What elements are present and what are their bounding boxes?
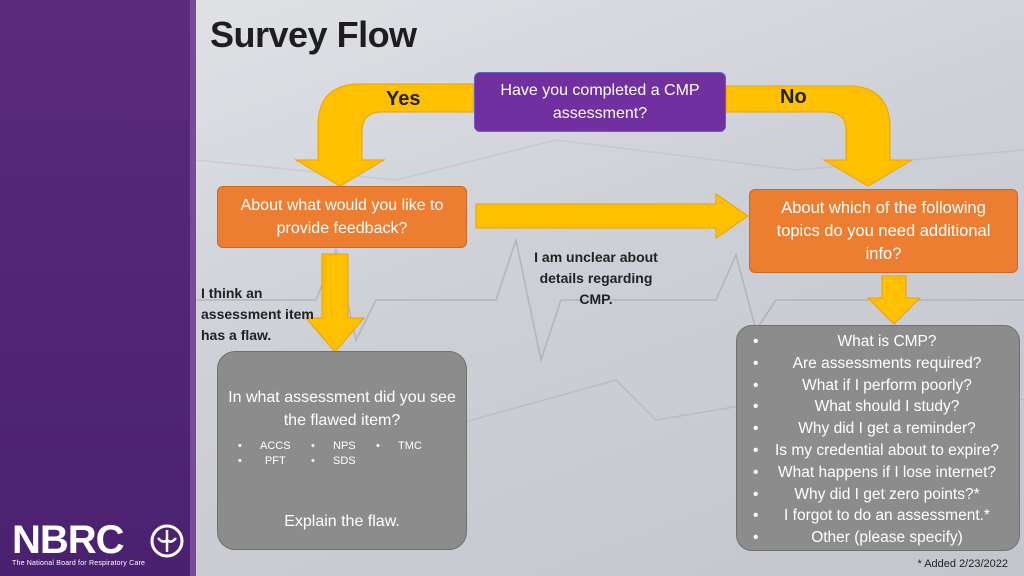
topics-box: What is CMP? Are assessments required? W… (736, 325, 1020, 551)
topic-item: What if I perform poorly? (753, 375, 999, 397)
arrow-down-icon (866, 275, 922, 325)
sidebar-stripe (190, 0, 196, 576)
explain-flaw: Explain the flaw. (284, 513, 400, 530)
assessment-list-3: TMC (376, 439, 422, 454)
assessment-list-2: NPS SDS (311, 439, 356, 469)
topics-list: What is CMP? Are assessments required? W… (753, 331, 999, 549)
assessment-item: PFT (238, 454, 291, 469)
flaw-question: In what assessment did you see the flawe… (228, 389, 456, 429)
topic-item: Other (please specify) (753, 527, 999, 549)
no-label: No (780, 86, 807, 108)
assessment-item: NPS (311, 439, 356, 454)
feedback-question-box: About what would you like to provide fee… (217, 186, 467, 248)
yes-arrow (294, 83, 475, 187)
topic-item: What should I study? (753, 396, 999, 418)
topic-item: I forgot to do an assessment.* (753, 505, 999, 527)
topic-item: Are assessments required? (753, 353, 999, 375)
assessment-item: TMC (376, 439, 422, 454)
topic-item: Why did I get zero points?* (753, 484, 999, 506)
topic-item: What happens if I lose internet? (753, 462, 999, 484)
logo-text: NBRC (12, 518, 125, 562)
nbrc-logo: NBRC The National Board for Respiratory … (12, 520, 188, 567)
page-title: Survey Flow (210, 14, 417, 55)
start-question-box: Have you completed a CMP assessment? (474, 72, 726, 132)
sidebar (0, 0, 196, 576)
info-question-box: About which of the following topics do y… (749, 189, 1018, 273)
topic-item: What is CMP? (753, 331, 999, 353)
info-question: About which of the following topics do y… (776, 198, 991, 263)
arrow-right-icon (475, 193, 749, 239)
assessment-item: ACCS (238, 439, 291, 454)
footnote: * Added 2/23/2022 (917, 558, 1008, 570)
assessment-list-1: ACCS PFT (238, 439, 291, 469)
yes-label: Yes (386, 88, 421, 110)
flaw-box: In what assessment did you see the flawe… (217, 351, 467, 550)
no-arrow (725, 85, 914, 187)
topic-item: Is my credential about to expire? (753, 440, 999, 462)
logo-mark-icon (150, 524, 184, 558)
unclear-label: I am unclear about details regarding CMP… (534, 249, 658, 307)
start-question: Have you completed a CMP assessment? (500, 82, 700, 122)
feedback-question: About what would you like to provide fee… (240, 197, 444, 237)
assessment-item: SDS (311, 454, 356, 469)
arrow-down-icon (304, 253, 366, 353)
logo-tagline: The National Board for Respiratory Care (12, 560, 146, 567)
flaw-label: I think an assessment item has a flaw. (201, 285, 314, 343)
topic-item: Why did I get a reminder? (753, 418, 999, 440)
